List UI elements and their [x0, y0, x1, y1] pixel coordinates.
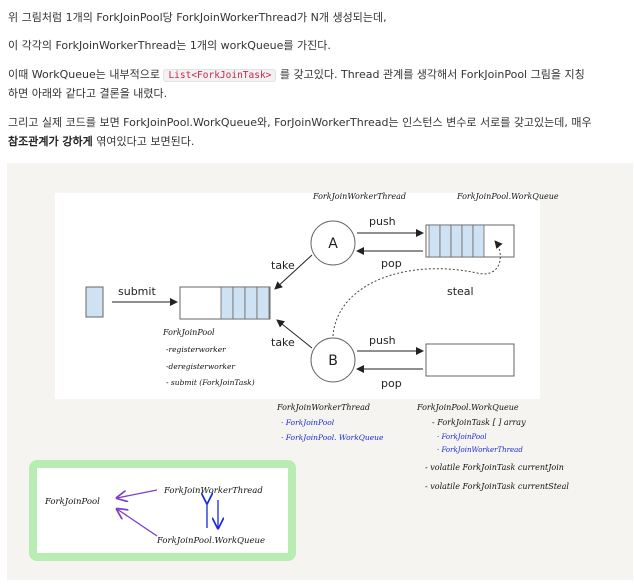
take-label-bottom: take: [271, 336, 295, 349]
annotation-thread-top: ForkJoinWorkerThread: [312, 192, 406, 201]
annotation-thread-bottom: ForkJoinWorkerThread: [276, 403, 370, 412]
take-label-top: take: [271, 259, 295, 272]
annotation-pool-method-3: - submit (ForkJoinTask): [166, 378, 255, 387]
worker-b-queue: [425, 343, 515, 377]
push-label-top: push: [369, 215, 396, 228]
paragraph-3-text-b: 를 갖고있다. Thread 관계를 생각해서 ForkJoinPool 그림을…: [279, 68, 585, 81]
relation-queue: ForkJoinPool.WorkQueue: [156, 536, 265, 546]
worker-b-label: B: [328, 353, 338, 369]
worker-a-node: [310, 220, 356, 266]
worker-b-node: [310, 337, 356, 383]
annotation-thread-field-1: · ForkJoinPool: [281, 418, 335, 427]
submit-label: submit: [118, 285, 156, 298]
annotation-thread-field-2: · ForkJoinPool. WorkQueue: [281, 433, 384, 442]
relation-arrow-queue-to-pool: [117, 509, 158, 537]
worker-a-queue: [425, 224, 515, 258]
annotation-workqueue-field-4: - volatile ForkJoinTask currentJoin: [425, 463, 564, 472]
steal-label: steal: [447, 285, 474, 298]
bold-phrase: 참조관계가 강하게: [8, 135, 93, 148]
take-arrow-top: [274, 254, 313, 290]
annotation-workqueue-top: ForkJoinPool.WorkQueue: [456, 192, 559, 201]
pop-label-bottom: pop: [381, 377, 402, 390]
steal-arrow: [332, 240, 503, 337]
paragraph-2: 이 각각의 ForkJoinWorkerThread는 1개의 workQueu…: [8, 39, 331, 52]
paragraph-4-line-2: 참조관계가 강하게 엮여있다고 보면된다.: [8, 133, 194, 151]
annotation-pool-title: ForkJoinPool: [162, 328, 215, 337]
annotation-workqueue-title: ForkJoinPool.WorkQueue: [416, 403, 519, 412]
paragraph-3-text-a: 이때 WorkQueue는 내부적으로: [8, 68, 160, 81]
push-label-bottom: push: [369, 334, 396, 347]
annotation-pool-method-2: -deregisterworker: [166, 362, 235, 371]
inline-code: List<ForkJoinTask>: [163, 69, 277, 82]
annotation-workqueue-field-5: - volatile ForkJoinTask currentSteal: [425, 482, 569, 491]
relation-arrow-thread-to-pool: [117, 489, 158, 498]
annotation-workqueue-field-3: · ForkJoinWorkerThread: [437, 446, 523, 454]
annotation-pool-method-1: -registerworker: [166, 345, 226, 354]
paragraph-3-line-1: 이때 WorkQueue는 내부적으로 List<ForkJoinTask> 를…: [8, 66, 585, 85]
paragraph-3-line-2: 하면 아래와 같다고 결론을 내렸다.: [8, 87, 168, 100]
relation-box: [29, 460, 296, 561]
annotation-workqueue-field-1: - ForkJoinTask [ ] array: [432, 418, 526, 427]
pool-queue: [179, 286, 271, 320]
paragraph-4-line-1: 그리고 실제 코드를 보면 ForkJoinPool.WorkQueue와, F…: [8, 116, 592, 129]
take-arrow-bottom: [276, 319, 313, 349]
pop-label-top: pop: [381, 257, 402, 270]
submitted-task: [85, 286, 104, 318]
worker-a-label: A: [328, 236, 338, 252]
annotation-workqueue-field-2: · ForkJoinPool: [437, 433, 487, 441]
paragraph-1: 위 그림처럼 1개의 ForkJoinPool당 ForkJoinWorkerT…: [8, 11, 387, 24]
forkjoin-diagram: submit A B take take: [29, 192, 569, 561]
paragraph-4-rest: 엮여있다고 보면된다.: [96, 135, 195, 148]
relation-pool: ForkJoinPool: [44, 497, 100, 507]
relation-thread: ForkJoinWorkerThread: [163, 486, 263, 496]
annotated-diagram-image: submit A B take take: [7, 163, 633, 580]
